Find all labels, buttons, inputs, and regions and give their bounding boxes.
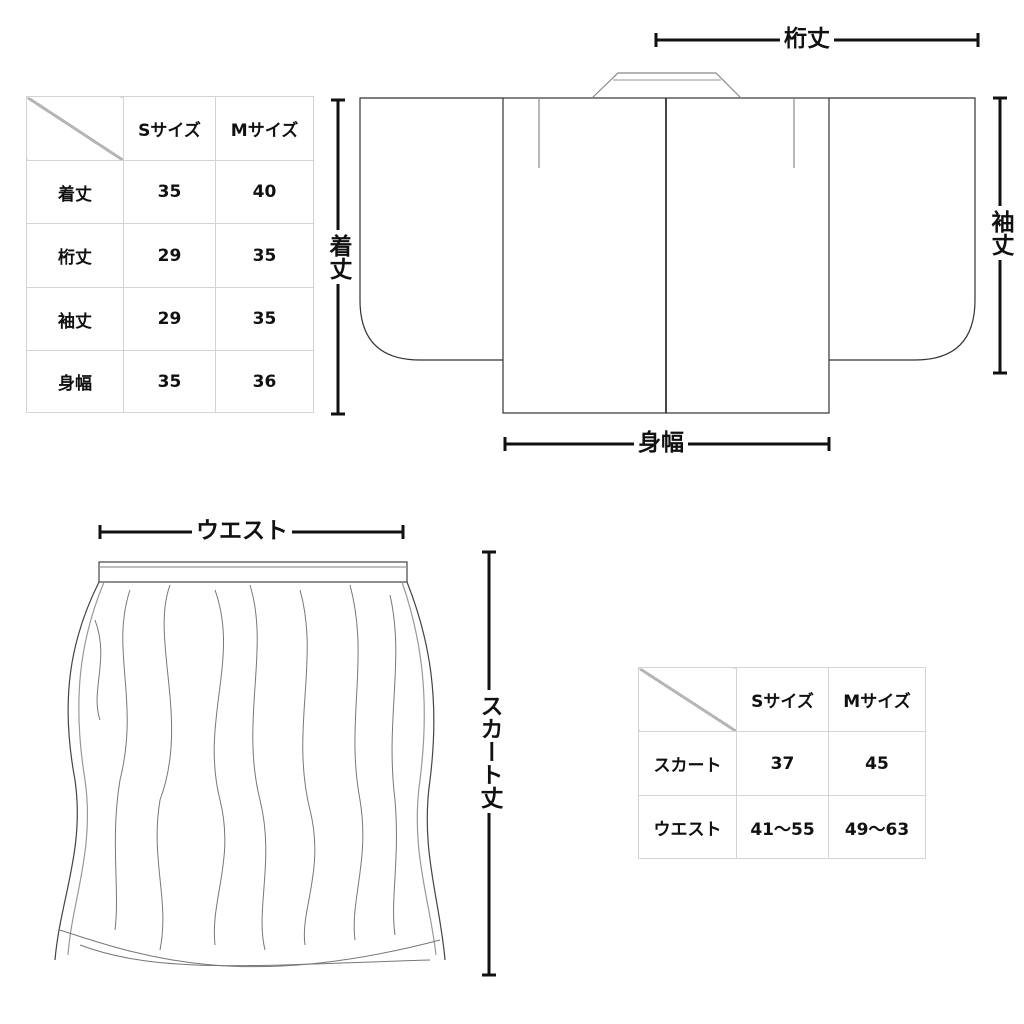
row-label: 袖丈 — [26, 287, 124, 351]
header-m: Mサイズ — [828, 667, 926, 732]
jacket-drawing — [359, 72, 976, 414]
jacket-length-label: 着丈 — [325, 230, 351, 284]
left-sleeve — [359, 97, 503, 361]
skirt-dimension-lines — [98, 525, 496, 977]
sleeve-span-label: 桁丈 — [780, 28, 834, 51]
row-label: スカート — [638, 731, 737, 796]
right-sleeve — [829, 97, 976, 361]
skirt-length-label: スカート丈 — [476, 690, 502, 813]
cell-s: 35 — [123, 160, 216, 224]
jacket-dimension-lines — [331, 33, 1007, 451]
cell-s: 35 — [123, 350, 216, 413]
cell-m: 40 — [215, 160, 314, 224]
table-header-row: Sサイズ Mサイズ — [638, 667, 926, 732]
body-width-label: 身幅 — [634, 432, 688, 455]
cell-s: 37 — [736, 731, 829, 796]
row-label: 桁丈 — [26, 223, 124, 288]
corner-cell — [638, 667, 737, 732]
sleeve-length-label: 袖丈 — [987, 206, 1013, 260]
cell-m: 36 — [215, 350, 314, 413]
cell-s: 41～55 — [736, 795, 829, 859]
corner-cell — [26, 96, 124, 161]
waistband — [98, 561, 408, 583]
cell-m: 35 — [215, 287, 314, 351]
cell-m: 45 — [828, 731, 926, 796]
row-label: 身幅 — [26, 350, 124, 413]
skirt-outline-right — [406, 581, 446, 961]
skirt-drawing — [54, 561, 446, 968]
cell-s: 29 — [123, 287, 216, 351]
cell-s: 29 — [123, 223, 216, 288]
cell-m: 49～63 — [828, 795, 926, 859]
waist-label: ウエスト — [192, 520, 292, 543]
skirt-outline-left — [54, 581, 100, 961]
header-s: Sサイズ — [736, 667, 829, 732]
table-header-row: Sサイズ Mサイズ — [26, 96, 314, 161]
header-m: Mサイズ — [215, 96, 314, 161]
header-s: Sサイズ — [123, 96, 216, 161]
row-label: 着丈 — [26, 160, 124, 224]
collar — [591, 72, 742, 99]
row-label: ウエスト — [638, 795, 737, 859]
cell-m: 35 — [215, 223, 314, 288]
